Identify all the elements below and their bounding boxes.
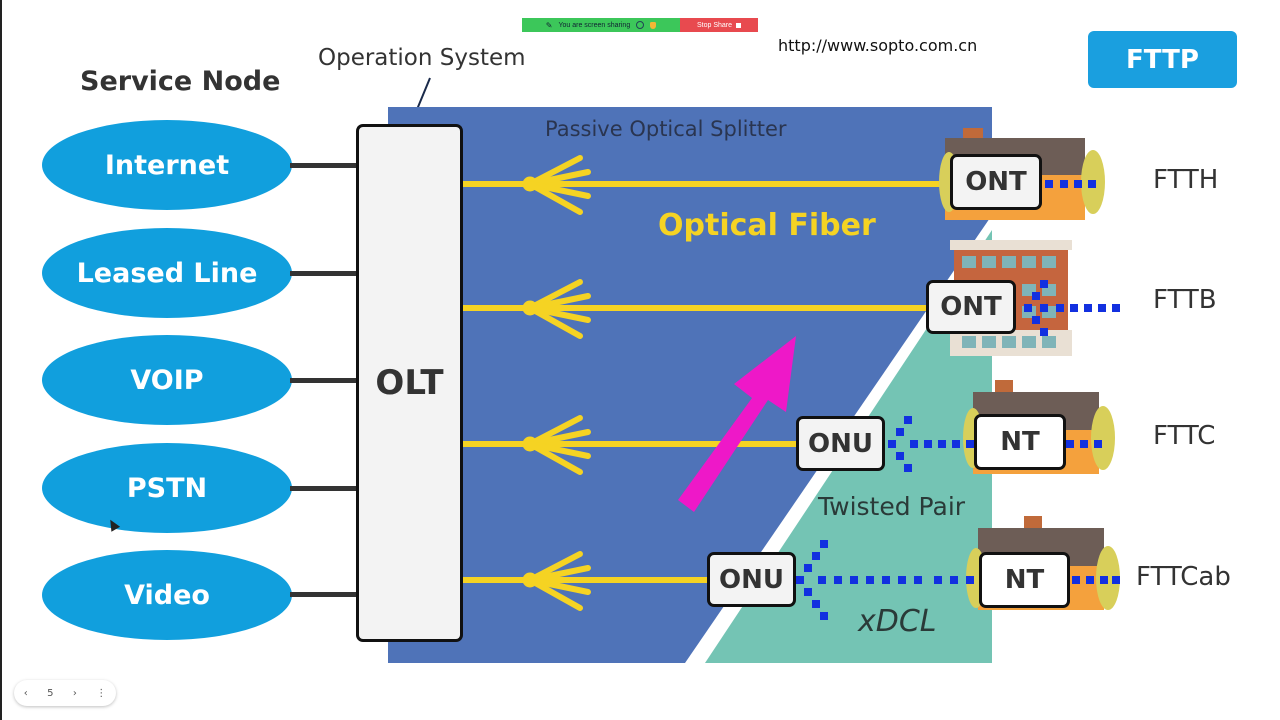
copper-line-fttcab — [796, 540, 1120, 620]
splitter-icon — [522, 551, 591, 611]
onu-box-fttcab: ONU — [707, 552, 796, 607]
splitter-icon — [522, 415, 591, 475]
shield-icon[interactable] — [650, 21, 657, 29]
slide-pager: ‹ 5 › ⋮ — [14, 680, 116, 706]
label-fttc: FTTC — [1153, 421, 1216, 451]
screen-share-status: ✎ You are screen sharing — [522, 18, 680, 32]
service-video: Video — [42, 550, 292, 640]
copper-line-ftth — [1045, 180, 1096, 188]
screen-share-banner: ✎ You are screen sharing Stop Share — [522, 18, 758, 32]
onu-box-fttc: ONU — [796, 416, 885, 471]
service-link-line — [290, 271, 358, 276]
next-slide-icon[interactable]: › — [72, 687, 77, 699]
splitter-icon — [522, 279, 591, 339]
service-link-line — [290, 592, 358, 597]
label-ftth: FTTH — [1153, 165, 1219, 195]
service-link-line — [290, 378, 358, 383]
label-fttcab: FTTCab — [1136, 562, 1231, 592]
splitter-icon — [522, 155, 591, 215]
operation-system-label: Operation System — [318, 45, 526, 71]
service-internet: Internet — [42, 120, 292, 210]
optical-panel — [388, 107, 992, 663]
prev-slide-icon[interactable]: ‹ — [23, 687, 28, 699]
website-url: http://www.sopto.com.cn — [778, 36, 978, 55]
stop-icon — [736, 22, 742, 28]
xdcl-label: xDCL — [858, 604, 937, 639]
pause-icon[interactable] — [636, 21, 645, 29]
olt-box: OLT — [356, 124, 463, 642]
splitter-label: Passive Optical Splitter — [545, 117, 787, 141]
stop-share-label: Stop Share — [696, 21, 733, 29]
label-fttb: FTTB — [1153, 285, 1217, 315]
service-leased-line: Leased Line — [42, 228, 292, 318]
page-number: 5 — [47, 687, 54, 699]
nt-box-fttc: NT — [974, 414, 1066, 470]
service-voip: VOIP — [42, 335, 292, 425]
optical-fiber-label: Optical Fiber — [658, 208, 876, 243]
stop-share-button[interactable]: Stop Share — [680, 18, 758, 32]
nt-box-fttcab: NT — [979, 552, 1070, 608]
ont-box-ftth: ONT — [950, 154, 1042, 210]
ont-box-fttb: ONT — [926, 280, 1016, 334]
window-edge — [0, 0, 2, 720]
twisted-pair-label: Twisted Pair — [818, 492, 966, 521]
migration-arrow-icon — [678, 336, 796, 512]
splitters — [522, 155, 591, 611]
service-pstn: PSTN — [42, 443, 292, 533]
service-link-line — [290, 163, 358, 168]
share-status-text: You are screen sharing — [558, 21, 631, 29]
copper-line-fttc — [888, 416, 1102, 472]
share-icon: ✎ — [545, 20, 553, 30]
fttp-badge: FTTP — [1088, 31, 1237, 88]
service-node-title: Service Node — [80, 66, 281, 97]
copper-dotted-lines — [796, 180, 1120, 620]
service-link-line — [290, 486, 358, 491]
more-options-icon[interactable]: ⋮ — [96, 687, 107, 699]
copper-line-fttb — [1024, 280, 1120, 336]
